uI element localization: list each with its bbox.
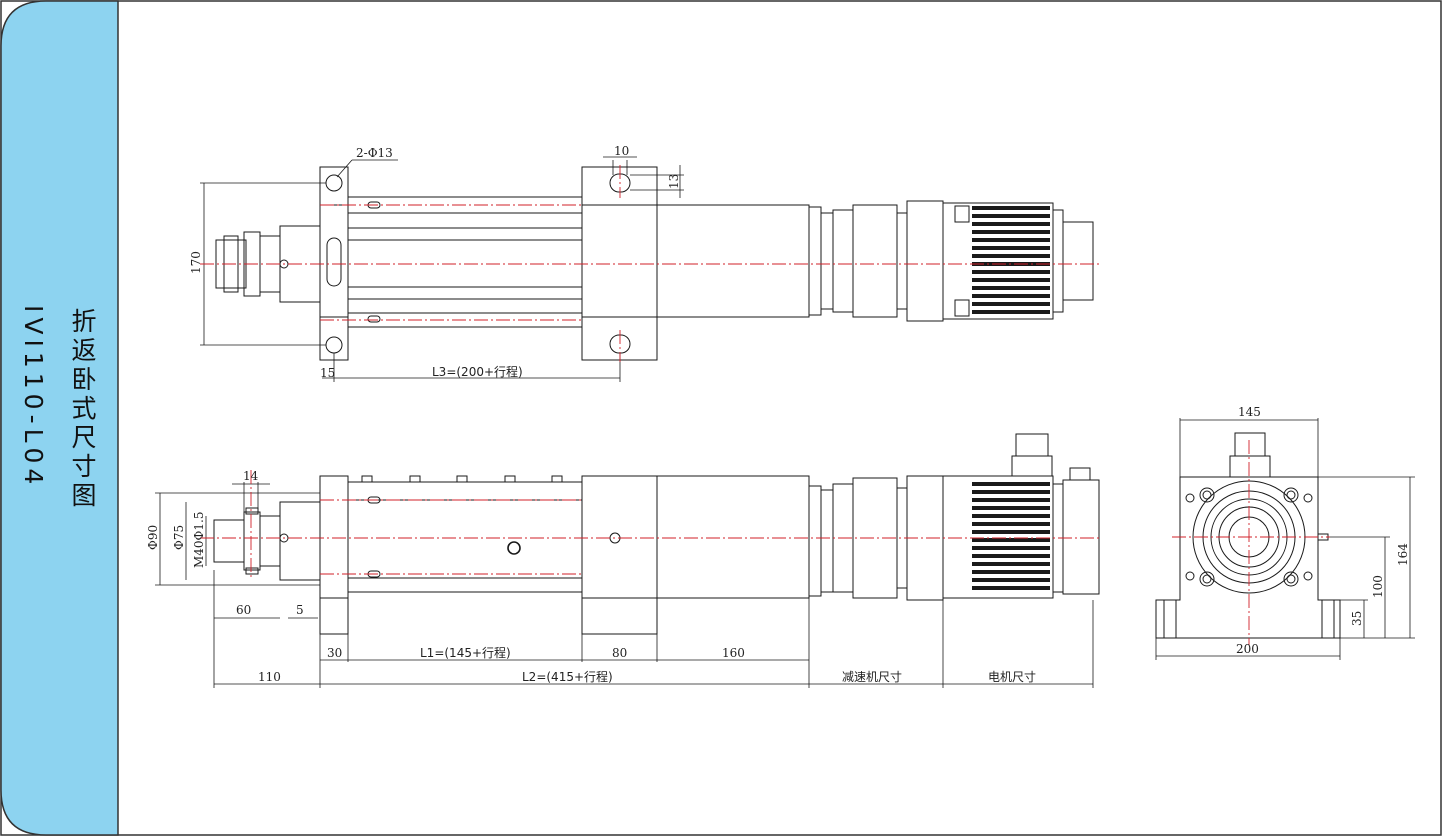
sidebar-panel bbox=[0, 0, 119, 836]
end-view-dimensions bbox=[1155, 418, 1415, 660]
height-35-label: 35 bbox=[1350, 611, 1364, 626]
l1-label: L1=(145+行程) bbox=[420, 645, 511, 660]
width-145-label: 145 bbox=[1238, 405, 1261, 419]
end-view-labels: 145 200 164 100 35 bbox=[1236, 405, 1410, 656]
sidebar: IVI110-L04 折返卧式尺寸图 bbox=[0, 0, 118, 838]
dim-30-label: 30 bbox=[327, 646, 342, 660]
height-170-label: 170 bbox=[189, 251, 203, 274]
offset-15-label: 15 bbox=[320, 366, 335, 380]
dim-60-label: 60 bbox=[236, 603, 251, 617]
slot-height-label: 13 bbox=[667, 174, 681, 189]
slot-width-label: 10 bbox=[614, 144, 629, 158]
reducer-dim-label: 减速机尺寸 bbox=[842, 670, 902, 684]
thread-label: M40Φ1.5 bbox=[192, 512, 206, 568]
model-code: IVI110-L04 bbox=[19, 305, 48, 490]
dim-80-label: 80 bbox=[612, 646, 627, 660]
motor-fins-side bbox=[972, 482, 1050, 590]
dim-110-label: 110 bbox=[258, 670, 281, 684]
height-100-label: 100 bbox=[1371, 575, 1385, 598]
phi90-label: Φ90 bbox=[146, 525, 160, 550]
side-view-labels: 14 Φ90 Φ75 M40Φ1.5 60 5 30 L1=(145+行程) 8… bbox=[146, 469, 1036, 684]
l2-label: L2=(415+行程) bbox=[522, 669, 613, 684]
l3-label: L3=(200+行程) bbox=[432, 364, 523, 379]
top-view-labels: 2-Φ13 10 13 170 15 L3=(200+行程) bbox=[189, 144, 681, 380]
top-view bbox=[215, 166, 1094, 361]
top-view-dimensions bbox=[200, 156, 684, 382]
height-164-label: 164 bbox=[1396, 543, 1410, 566]
dim-160-label: 160 bbox=[722, 646, 745, 660]
width-200-label: 200 bbox=[1236, 642, 1259, 656]
centerlines bbox=[200, 165, 1330, 645]
side-view-dimensions bbox=[155, 482, 1094, 688]
hole-label: 2-Φ13 bbox=[356, 146, 393, 160]
dim-5-label: 5 bbox=[296, 603, 304, 617]
motor-dim-label: 电机尺寸 bbox=[988, 670, 1036, 684]
rod-width-label: 14 bbox=[243, 469, 259, 483]
phi75-label: Φ75 bbox=[172, 525, 186, 550]
drawing-title: 折返卧式尺寸图 bbox=[68, 308, 97, 511]
